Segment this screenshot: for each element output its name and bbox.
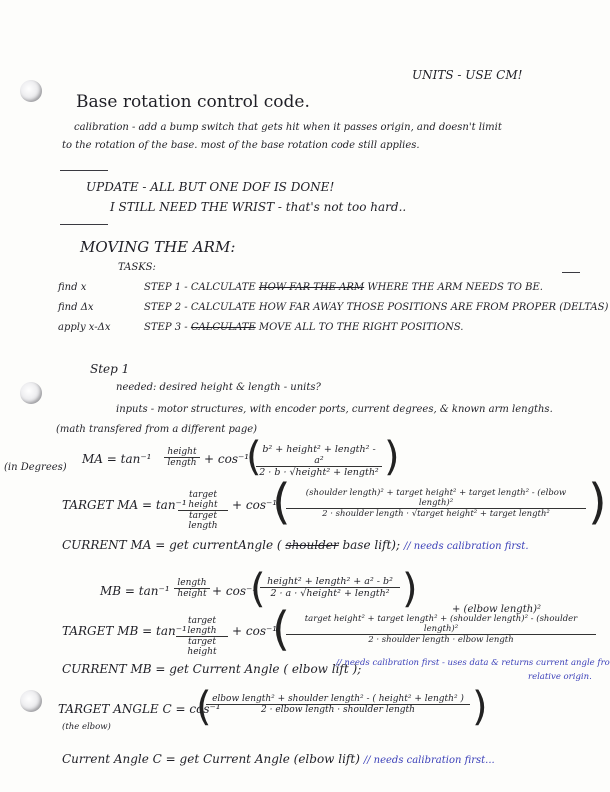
ma-den: 2 · b · √height² + length² bbox=[259, 467, 379, 478]
target-ma-plus: + cos⁻¹ bbox=[232, 498, 278, 512]
task-1-step: STEP 1 - CALCULATE bbox=[144, 282, 256, 293]
mb-fraction: length height bbox=[174, 578, 210, 599]
target-ma-frac-den: target length bbox=[188, 511, 218, 531]
target-ma-frac-num: target height bbox=[178, 490, 228, 511]
target-mb-num: target height² + target length² + (shoul… bbox=[286, 614, 596, 635]
target-ma-num: (shoulder length)² + target height² + ta… bbox=[286, 488, 586, 509]
target-angle-c-den: 2 · elbow length · shoulder length bbox=[261, 705, 415, 715]
target-mb-den: 2 · shoulder length · elbow length bbox=[368, 635, 514, 645]
task-3-rest: MOVE ALL TO THE RIGHT POSITIONS. bbox=[258, 322, 464, 333]
update-line-1: UPDATE - ALL BUT ONE DOF IS DONE! bbox=[86, 180, 335, 194]
page-title: Base rotation control code. bbox=[76, 92, 310, 112]
step1-note: (math transfered from a different page) bbox=[56, 424, 258, 435]
target-angle-c-num: elbow length² + shoulder length² - ( hei… bbox=[206, 694, 470, 705]
ma-num: b² + height² + length² - a² bbox=[256, 444, 382, 467]
ma-lhs: MA = tan⁻¹ bbox=[82, 452, 152, 466]
ma-plus: + cos⁻¹ bbox=[204, 452, 250, 466]
binder-hole-top bbox=[20, 80, 42, 102]
current-ma: CURRENT MA = get currentAngle ( shoulder… bbox=[62, 538, 529, 552]
target-ma-close-paren: ) bbox=[588, 474, 607, 530]
mb-den: 2 · a · √height² + length² bbox=[270, 588, 390, 599]
task-1-rest: WHERE THE ARM NEEDS TO BE. bbox=[367, 282, 543, 293]
current-ma-code: CURRENT MA = get currentAngle ( bbox=[62, 538, 282, 552]
current-ma-rest: base lift); bbox=[342, 538, 401, 552]
current-mb: CURRENT MB = get Current Angle ( elbow l… bbox=[62, 662, 361, 676]
target-ma-open-paren: ( bbox=[272, 474, 291, 530]
task-1-tag: find x bbox=[58, 282, 87, 293]
binder-hole-middle bbox=[20, 382, 42, 404]
current-mb-comment: // needs calibration first - uses data &… bbox=[336, 658, 610, 668]
current-angle-c-code: Current Angle C = get Current Angle (elb… bbox=[62, 752, 360, 766]
target-angle-c-big-fraction: elbow length² + shoulder length² - ( hei… bbox=[206, 694, 470, 715]
tasks-label: TASKS: bbox=[118, 262, 156, 273]
target-ma-lhs: TARGET MA = tan⁻¹ bbox=[62, 498, 187, 512]
current-mb-comment-2: relative origin. bbox=[528, 672, 592, 682]
target-angle-c-open-paren: ( bbox=[196, 684, 212, 730]
mb-close-paren: ) bbox=[402, 566, 418, 612]
current-angle-c-comment: // needs calibration first... bbox=[363, 755, 495, 766]
target-mb-extra: + (elbow length)² bbox=[452, 604, 542, 615]
target-mb-plus: + cos⁻¹ bbox=[232, 624, 278, 638]
target-mb-open-paren: ( bbox=[272, 602, 290, 656]
current-angle-c: Current Angle C = get Current Angle (elb… bbox=[62, 752, 495, 766]
ma-fraction: height length bbox=[164, 447, 200, 468]
ma-close-paren: ) bbox=[384, 434, 400, 480]
ma-frac-num: height bbox=[164, 447, 200, 458]
calibration-line-2: to the rotation of the base. most of the… bbox=[62, 140, 420, 151]
target-mb-frac-num: target length bbox=[176, 616, 228, 637]
step1-inputs: inputs - motor structures, with encoder … bbox=[116, 404, 553, 415]
divider-1 bbox=[60, 170, 108, 171]
degrees-note: (in Degrees) bbox=[4, 462, 67, 473]
mb-num: height² + length² + a² - b² bbox=[260, 576, 400, 588]
moving-heading: MOVING THE ARM: bbox=[80, 238, 236, 256]
task-3-tag: apply x-Δx bbox=[58, 322, 111, 333]
target-mb-lhs: TARGET MB = tan⁻¹ bbox=[62, 624, 187, 638]
task-1-struck: HOW FAR THE ARM bbox=[258, 282, 365, 293]
binder-hole-bottom bbox=[20, 690, 42, 712]
task-2-tag: find Δx bbox=[58, 302, 94, 313]
calibration-line-1: calibration - add a bump switch that get… bbox=[74, 122, 502, 133]
task-3-step: STEP 3 - bbox=[144, 322, 188, 333]
mb-open-paren: ( bbox=[250, 566, 266, 612]
target-angle-c-lhs: TARGET ANGLE C = cos⁻¹ bbox=[58, 702, 221, 716]
update-line-2: I STILL NEED THE WRIST - that's not too … bbox=[110, 200, 407, 214]
mb-plus: + cos⁻¹ bbox=[212, 584, 258, 598]
current-ma-comment: // needs calibration first. bbox=[403, 541, 529, 552]
target-ma-fraction: target height target length bbox=[178, 490, 228, 531]
step1-needed: needed: desired height & length - units? bbox=[116, 382, 321, 393]
ma-big-fraction: b² + height² + length² - a² 2 · b · √hei… bbox=[256, 444, 382, 478]
target-angle-c-sub: (the elbow) bbox=[62, 722, 111, 732]
target-angle-c-close-paren: ) bbox=[472, 684, 488, 730]
current-mb-code: CURRENT MB = get Current Angle ( elbow l… bbox=[62, 662, 362, 676]
target-ma-den: 2 · shoulder length · √target height² + … bbox=[322, 509, 550, 519]
target-mb-fraction: target length target height bbox=[176, 616, 228, 657]
mb-frac-den: height bbox=[177, 589, 207, 599]
ma-frac-den: length bbox=[167, 458, 197, 468]
tasks-dash bbox=[562, 272, 580, 273]
mb-frac-num: length bbox=[174, 578, 210, 589]
task-3-struck: CALCULATE bbox=[190, 322, 256, 333]
divider-2 bbox=[60, 224, 108, 225]
task-3: STEP 3 - CALCULATE MOVE ALL TO THE RIGHT… bbox=[144, 322, 464, 333]
step1-label: Step 1 bbox=[90, 362, 130, 376]
units-note: UNITS - USE CM! bbox=[412, 68, 523, 82]
task-2-step: STEP 2 - CALCULATE HOW FAR AWAY THOSE PO… bbox=[144, 302, 609, 313]
ma-open-paren: ( bbox=[246, 434, 262, 480]
current-ma-struck: shoulder bbox=[285, 538, 339, 552]
mb-big-fraction: height² + length² + a² - b² 2 · a · √hei… bbox=[260, 576, 400, 599]
task-1: STEP 1 - CALCULATE HOW FAR THE ARM WHERE… bbox=[144, 282, 543, 293]
target-mb-frac-den: target height bbox=[187, 637, 217, 657]
mb-lhs: MB = tan⁻¹ bbox=[100, 584, 170, 598]
target-ma-big-fraction: (shoulder length)² + target height² + ta… bbox=[286, 488, 586, 519]
target-mb-big-fraction: target height² + target length² + (shoul… bbox=[286, 614, 596, 645]
